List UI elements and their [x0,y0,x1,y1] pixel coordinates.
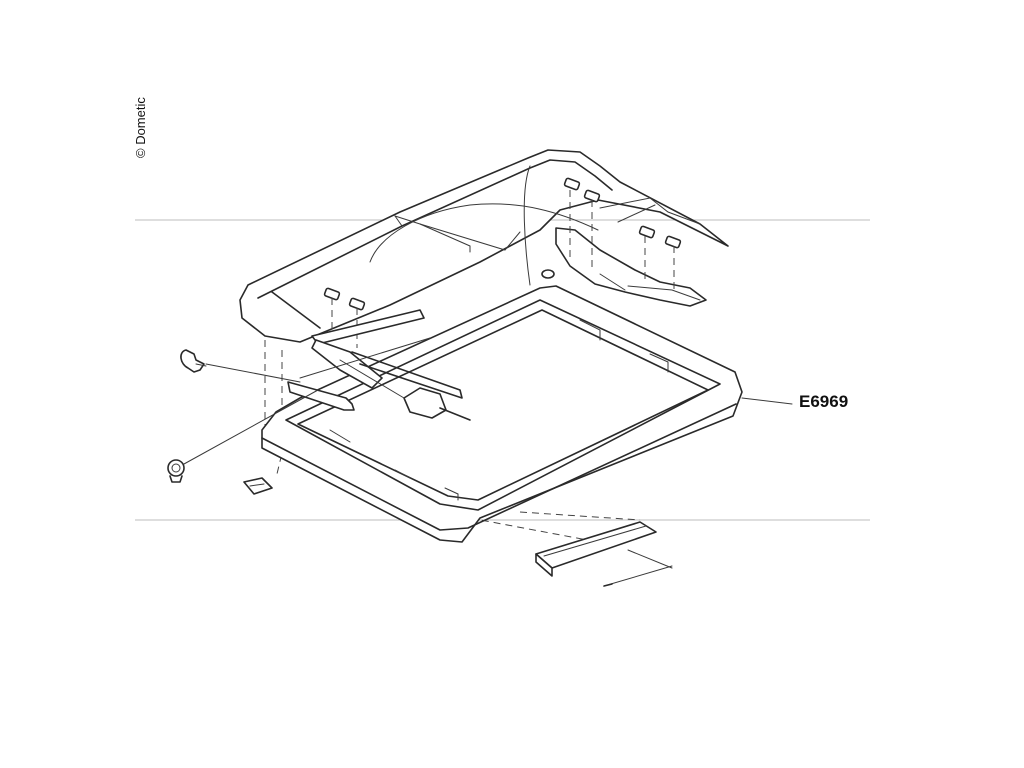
opening-mechanism [287,309,471,421]
part-number-leader-line [741,397,793,405]
clip-leader-line [205,363,301,383]
hood-cover [239,149,729,343]
frame [261,285,743,543]
hinge-plate-part [243,477,273,495]
hood-hinge-bracket [555,227,707,307]
rail-strip-part [535,521,657,577]
clip-part [180,349,207,373]
hood-pads [323,177,682,311]
part-number-label: E6969 [799,392,849,411]
copyright-notice: © Dometic [133,97,148,158]
screw-part [603,565,673,587]
grommet-leader-line [183,389,319,465]
grommet-part [167,459,185,483]
screw-leader-line [627,549,673,569]
